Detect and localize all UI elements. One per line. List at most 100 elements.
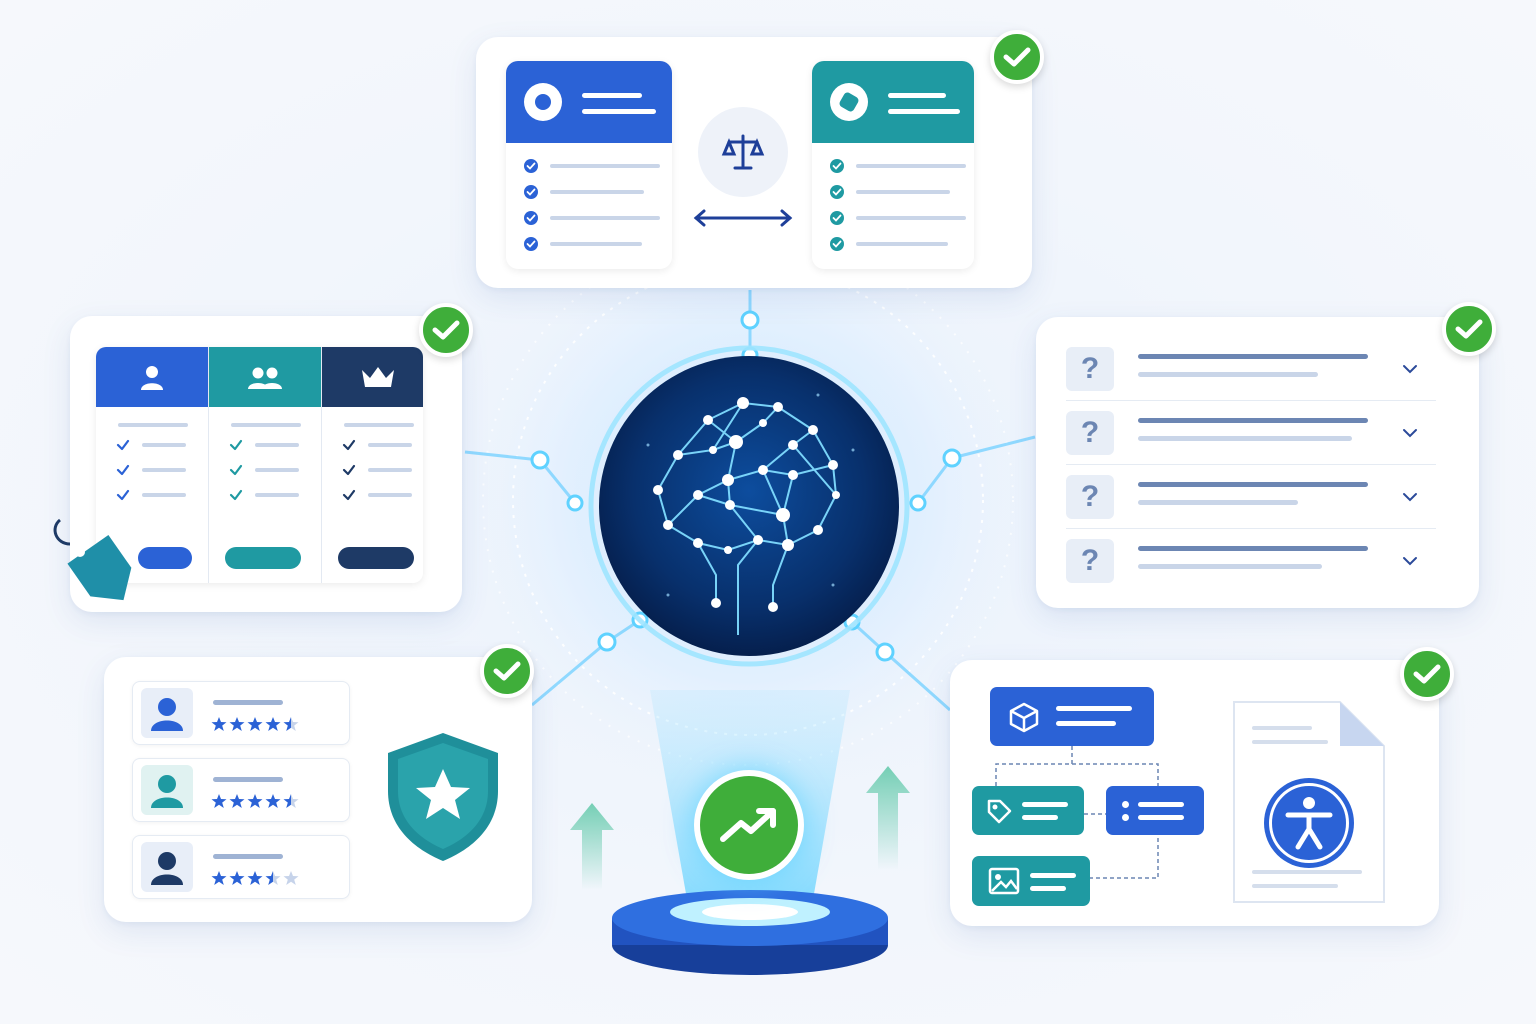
balance-scale-icon [698,107,788,197]
check-circle-icon [830,211,844,225]
avatar [141,842,193,892]
faq-item[interactable]: ? [1066,529,1436,593]
check-icon [116,489,130,501]
star-icon [247,794,263,808]
price-tag-icon [53,518,132,601]
image-node [972,856,1090,906]
comparison-feature-row [830,211,966,225]
pricing-feature-row [229,464,301,476]
verified-check-icon [1442,302,1496,356]
check-circle-icon [830,159,844,173]
pricing-tier [96,347,208,583]
product-logo-icon [524,83,562,121]
check-icon [229,464,243,476]
comparison-feature-row [524,159,660,173]
star-icon [265,717,281,731]
accessibility-document [1232,698,1386,904]
check-circle-icon [524,185,538,199]
comparison-feature-row [524,185,644,199]
star-icon [211,871,227,885]
tag-node [972,786,1084,835]
chevron-down-icon[interactable] [1402,428,1418,438]
question-mark-glyph: ? [1080,352,1100,385]
star-icon [247,871,263,885]
check-icon [116,439,130,451]
check-circle-icon [524,211,538,225]
avatar [141,688,193,738]
star-rating [211,716,301,732]
check-circle-icon [524,159,538,173]
question-mark-icon: ? [1066,347,1114,391]
pricing-feature-row [342,464,414,476]
question-mark-glyph: ? [1080,480,1100,513]
schema-connectors [995,746,1159,879]
check-icon [229,489,243,501]
star-icon [283,794,299,808]
star-icon [265,871,281,885]
structured-data-card [950,660,1439,926]
question-mark-icon: ? [1066,475,1114,519]
comparison-feature-row [830,185,950,199]
star-icon [229,871,245,885]
check-circle-icon [830,237,844,251]
comparison-column-left [506,61,672,269]
crown-icon [322,347,423,407]
faq-item[interactable]: ? [1066,401,1436,465]
reviews-card [104,657,532,922]
verified-check-icon [419,303,473,357]
chevron-down-icon[interactable] [1402,556,1418,566]
pricing-feature-row [116,464,188,476]
cube-icon [1009,702,1039,733]
compare-arrow-icon [693,209,793,227]
ai-brain-network-icon [588,345,910,667]
growth-badge [694,770,804,880]
star-rating [211,870,301,886]
star-icon [211,794,227,808]
pricing-select-button[interactable] [138,547,192,569]
review-item [132,681,350,745]
pricing-select-button[interactable] [338,547,414,569]
chevron-down-icon[interactable] [1402,492,1418,502]
product-logo-icon [830,83,868,121]
comparison-feature-row [830,237,948,251]
comparison-card [476,37,1032,288]
check-circle-icon [524,237,538,251]
star-icon [265,794,281,808]
star-icon [211,717,227,731]
users-icon [209,347,321,407]
check-icon [229,439,243,451]
check-icon [342,464,356,476]
faq-item[interactable]: ? [1066,465,1436,529]
check-icon [116,464,130,476]
star-rating [211,793,301,809]
check-circle-icon [830,185,844,199]
faq-item[interactable]: ? [1066,337,1436,401]
pricing-tier [208,347,321,583]
accessibility-icon [1264,778,1354,868]
comparison-feature-row [524,237,642,251]
star-icon [283,717,299,731]
question-mark-icon: ? [1066,539,1114,583]
pricing-feature-row [116,489,188,501]
list-node [1106,786,1204,835]
pricing-feature-row [116,439,188,451]
check-icon [342,439,356,451]
shield-star-icon [388,733,498,861]
faq-card: ? ? ? ? [1036,317,1479,608]
pricing-table [96,347,423,583]
image-icon [988,867,1020,895]
comparison-feature-row [524,211,660,225]
star-icon [229,717,245,731]
chevron-down-icon[interactable] [1402,364,1418,374]
pricing-feature-row [342,439,414,451]
review-item [132,835,350,899]
star-icon [247,717,263,731]
trending-up-icon [720,808,776,842]
product-node [990,687,1154,746]
review-item [132,758,350,822]
comparison-column-right [812,61,974,269]
pricing-select-button[interactable] [225,547,301,569]
verified-check-icon [1400,647,1454,701]
pricing-tier [321,347,423,583]
pricing-feature-row [229,439,301,451]
